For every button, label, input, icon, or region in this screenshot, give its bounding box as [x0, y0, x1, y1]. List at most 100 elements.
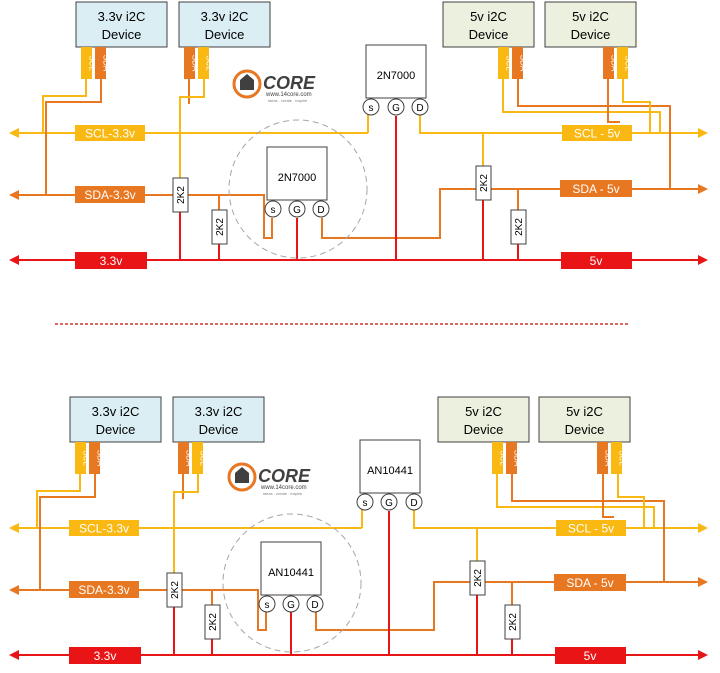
scl-left-label: SCL-3.3v — [85, 127, 135, 141]
device-3v3-1-b — [69, 396, 162, 443]
device-5v-2-b — [538, 396, 631, 443]
resistors-2: 2K2 2K2 2K2 2K2 — [166, 560, 521, 640]
device-3v3-1-pin-b — [95, 47, 106, 79]
bus-labels: SCL-3.3v SCL - 5v SDA-3.3v SDA - 5v 3.3v… — [75, 125, 632, 269]
mosfet-top-pin-g-2 — [380, 493, 398, 511]
sda-bus-right — [321, 184, 708, 239]
highlight-circle-2 — [222, 513, 362, 653]
resistor-r1-label: 2K2 — [176, 186, 187, 204]
device-5v-1-pin-b-label: SDA — [519, 55, 528, 72]
sda-right-label: SDA - 5v — [572, 182, 619, 196]
dev3-sda-wire-2 — [511, 474, 665, 582]
mosfet-lower-pin-s-2 — [258, 595, 276, 613]
device-5v-1-title: 5v i2C — [470, 9, 507, 24]
resistor-r3-2 — [469, 560, 486, 596]
resistor-r2 — [211, 209, 228, 245]
logo-tagline-2: ideas . create . inspire — [263, 491, 303, 496]
mosfet-top-pin-g — [387, 98, 405, 116]
resistor-r2-label-2: 2K2 — [208, 613, 219, 631]
device-5v-1-b-pin-b-label: SDA — [513, 450, 522, 467]
resistor-r3-label-2: 2K2 — [473, 569, 484, 587]
mosfet-top-pin-d-label-2: D — [410, 498, 417, 509]
device-5v-1-b — [437, 396, 530, 443]
dev1-sda-wire — [45, 79, 102, 195]
device-3v3-1-pin-a-label: SCL — [88, 55, 97, 71]
device-5v-2-pin-b — [617, 47, 628, 79]
device-3v3-1-b-pin-b — [89, 442, 100, 474]
scl-right-label-2: SCL - 5v — [568, 522, 614, 536]
scl-right-label-bg — [562, 125, 632, 141]
logo-url-2: www.14core.com — [260, 485, 307, 491]
power-right-label-bg — [561, 252, 632, 269]
device-3v3-1-b-pin-a-label: SCL — [82, 450, 91, 466]
mosfet-lower: 2N7000 s G D — [264, 146, 330, 218]
device-5v-1-b-subtitle: Device — [464, 422, 504, 437]
mosfet-lower-pin-g-2 — [282, 595, 300, 613]
mosfet-lower-pin-d-2 — [306, 595, 324, 613]
device-3v3-1-b-subtitle: Device — [96, 422, 136, 437]
dev4-sda-wire-2 — [602, 474, 614, 518]
brand-logo-2: CORE www.14core.com ideas . create . ins… — [227, 462, 311, 496]
device-3v3-2-pin-a-label: SDA — [191, 55, 200, 72]
logo-tagline: ideas . create . inspire — [268, 98, 308, 103]
mosfet-lower-pin-g-label-2: G — [287, 600, 295, 611]
scl-left-label-2: SCL-3.3v — [79, 522, 129, 536]
device-3v3-2-pin-a — [184, 47, 195, 79]
device-5v-2-pin-a — [603, 47, 614, 79]
sda-left-label: SDA-3.3v — [84, 188, 135, 202]
device-5v-1-pin-a-label: SCL — [505, 55, 514, 71]
device-5v-2-b-subtitle: Device — [565, 422, 605, 437]
device-3v3-2-b-pin-b — [192, 442, 203, 474]
sda-right-label-bg-2 — [554, 574, 626, 591]
mosfet-lower-pin-d-label: D — [317, 205, 324, 216]
device-3v3-2-title: 3.3v i2C — [201, 9, 249, 24]
mosfet-top-pin-g-label-2: G — [385, 498, 393, 509]
dev2-scl-wire-2 — [173, 474, 199, 528]
dev3-scl-wire-2 — [496, 474, 655, 528]
resistors: 2K2 2K2 2K2 2K2 — [172, 165, 527, 245]
device-5v-1-b-pin-b — [506, 442, 517, 474]
power-right-label-bg-2 — [555, 647, 626, 664]
resistor-r1-2 — [166, 572, 183, 608]
mosfet-lower-2: AN10441 s G D — [258, 541, 324, 613]
dev2-scl-wire — [179, 79, 205, 133]
dev3-sda-wire — [517, 79, 671, 189]
device-5v-2-pin-a-label: SDA — [610, 55, 619, 72]
power-left-label-2: 3.3v — [94, 649, 117, 663]
mosfet-lower-body-2 — [260, 541, 322, 596]
device-5v-1-b-pin-a-label: SCL — [499, 450, 508, 466]
mosfet-top-pin-d-2 — [405, 493, 423, 511]
brand-logo: CORE www.14core.com ideas . create . ins… — [232, 69, 316, 103]
device-3v3-1-pin-a — [81, 47, 92, 79]
device-3v3-1 — [75, 1, 168, 48]
device-3v3-2-b-subtitle: Device — [199, 422, 239, 437]
logo-mark-inner-icon — [240, 74, 254, 90]
devices-2: 3.3v i2C Device SCL SDA 3.3v i2C Device … — [69, 396, 631, 474]
wires — [9, 79, 708, 265]
device-5v-2-b-pin-a — [597, 442, 608, 474]
device-3v3-1-subtitle: Device — [102, 27, 142, 42]
mosfet-lower-pin-s — [264, 200, 282, 218]
device-3v3-1-b-pin-b-label: SDA — [96, 450, 105, 467]
device-5v-2-title: 5v i2C — [572, 9, 609, 24]
mosfet-top-label: 2N7000 — [377, 70, 416, 82]
device-3v3-2 — [178, 1, 271, 48]
logo-word-2: CORE — [258, 466, 311, 486]
mosfet-lower-body — [266, 146, 328, 201]
dev1-scl-wire — [42, 79, 87, 133]
device-5v-2-b-pin-b-label: SCL — [618, 450, 627, 466]
device-5v-2-b-title: 5v i2C — [566, 404, 603, 419]
sda-left-label-bg — [75, 186, 145, 203]
power-right-label-2: 5v — [584, 649, 597, 663]
resistor-r1 — [172, 177, 189, 213]
device-3v3-1-title: 3.3v i2C — [98, 9, 146, 24]
dev4-sda-wire — [607, 79, 620, 123]
dev4-scl-wire — [622, 79, 651, 133]
logo-url: www.14core.com — [265, 92, 312, 98]
mosfet-top-2: AN10441 s G D — [356, 439, 423, 511]
diagram-an10441: SCL-3.3v SCL - 5v SDA-3.3v SDA - 5v 3.3v… — [9, 396, 708, 664]
scl-right-label: SCL - 5v — [574, 127, 620, 141]
resistor-r3-label: 2K2 — [479, 174, 490, 192]
device-5v-2 — [544, 1, 637, 48]
